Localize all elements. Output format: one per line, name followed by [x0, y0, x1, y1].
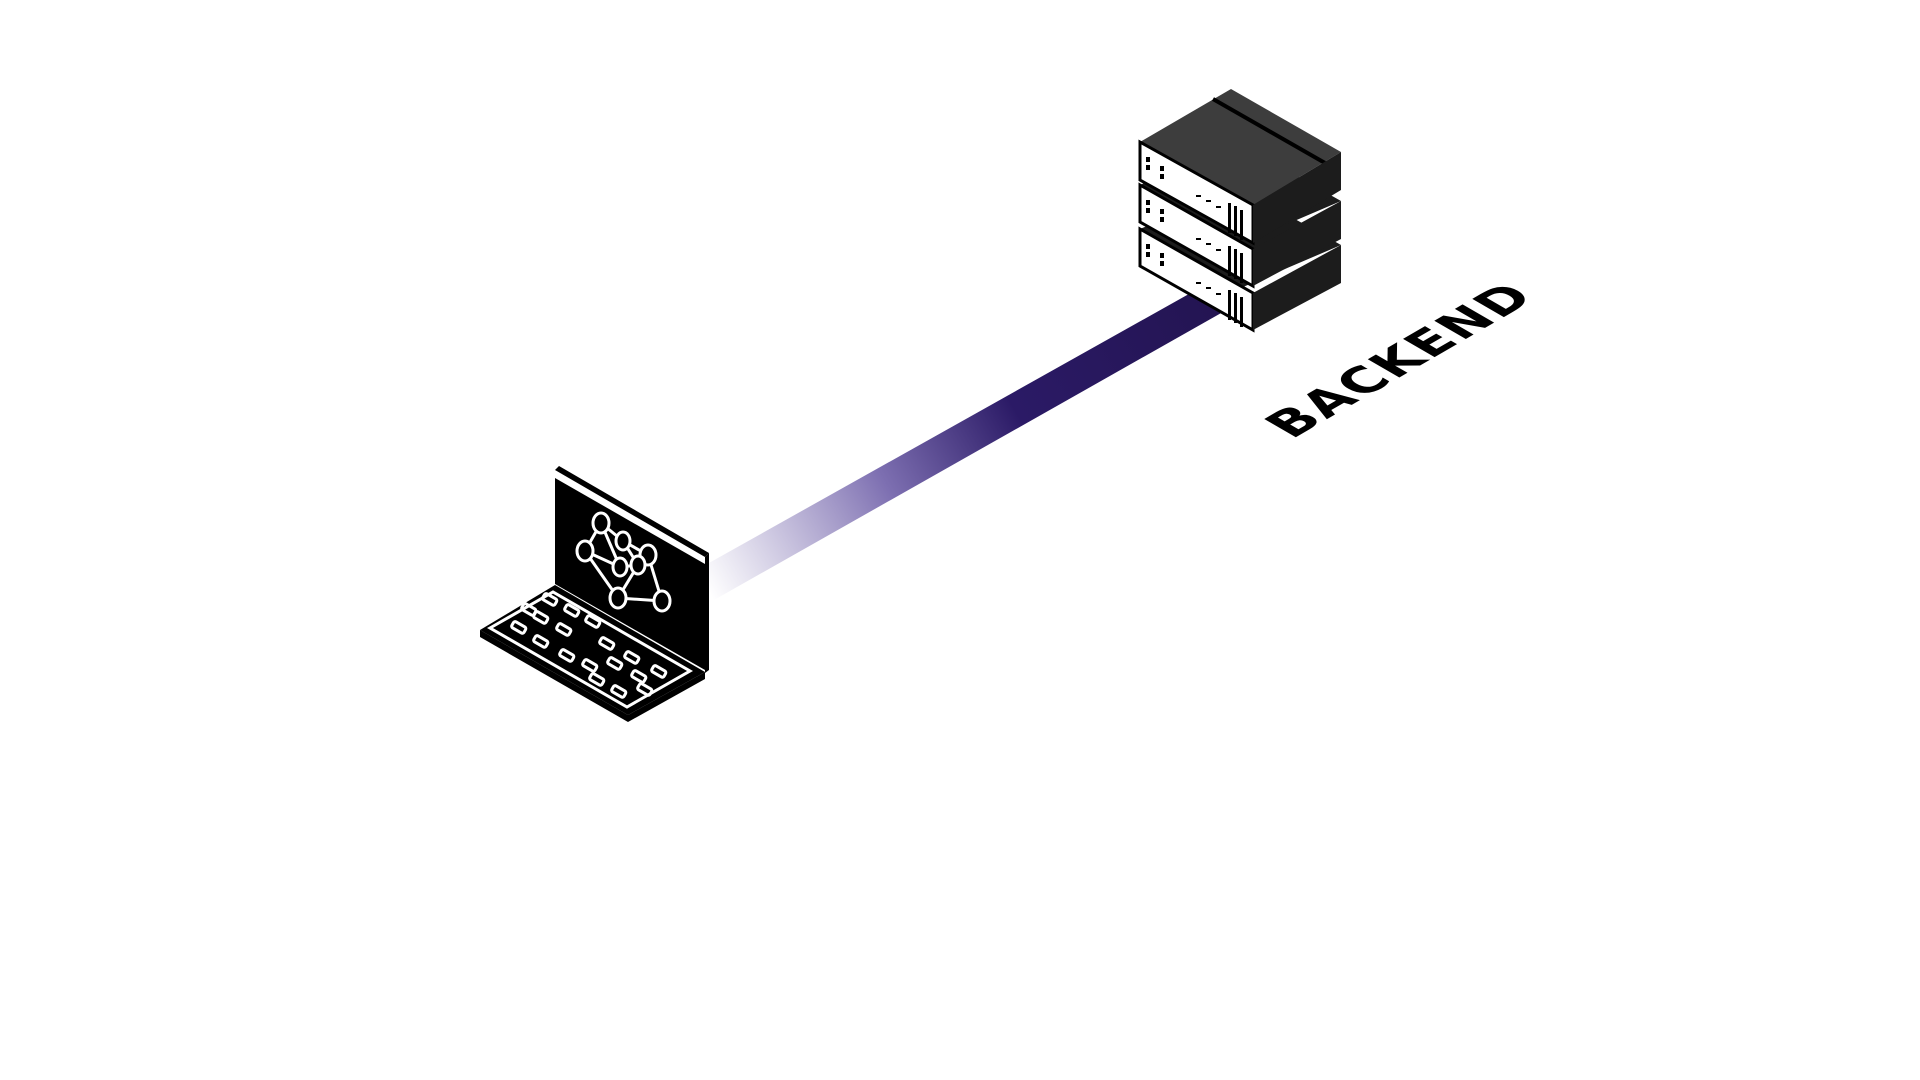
server-unit-1	[1138, 89, 1341, 246]
keyboard	[510, 592, 668, 699]
server-rack-icon	[1138, 89, 1341, 333]
laptop-icon	[480, 466, 709, 722]
connection-beam	[700, 290, 1230, 600]
network-graph-icon	[575, 511, 672, 613]
